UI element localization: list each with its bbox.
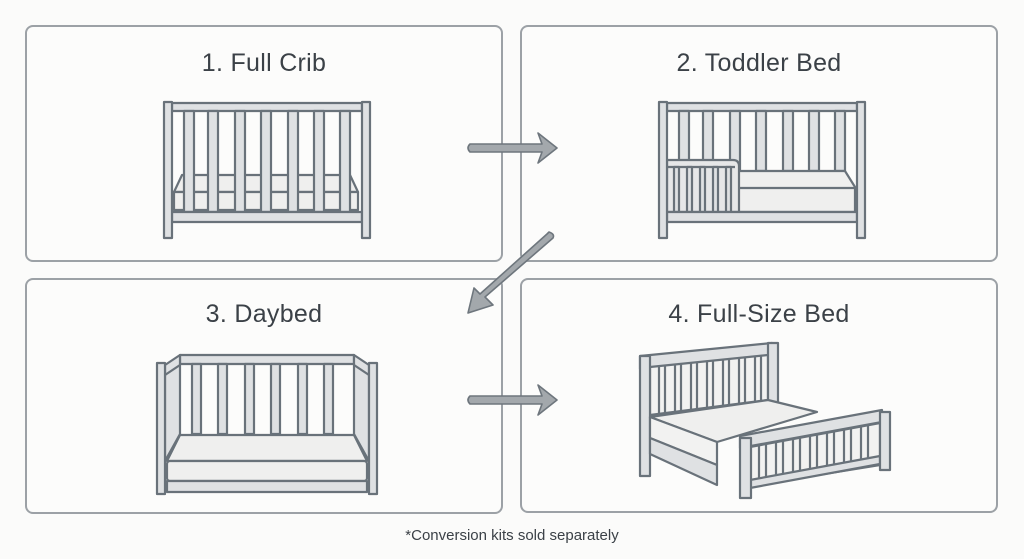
panel-toddler-bed: 2. Toddler Bed	[520, 25, 998, 262]
panel-full-crib: 1. Full Crib	[25, 25, 503, 262]
footnote: *Conversion kits sold separately	[405, 527, 619, 544]
panel-daybed: 3. Daybed	[25, 278, 503, 514]
full-size-bed-illustration	[638, 341, 892, 500]
panel-title: 2. Toddler Bed	[676, 49, 842, 77]
toddler-bed-illustration	[657, 100, 867, 240]
panel-title: 4. Full-Size Bed	[668, 300, 850, 328]
panel-title: 3. Daybed	[205, 300, 323, 328]
panel-title: 1. Full Crib	[201, 49, 327, 77]
daybed-illustration	[155, 353, 379, 496]
panel-full-size-bed: 4. Full-Size Bed	[520, 278, 998, 513]
full-crib-illustration	[162, 100, 372, 240]
